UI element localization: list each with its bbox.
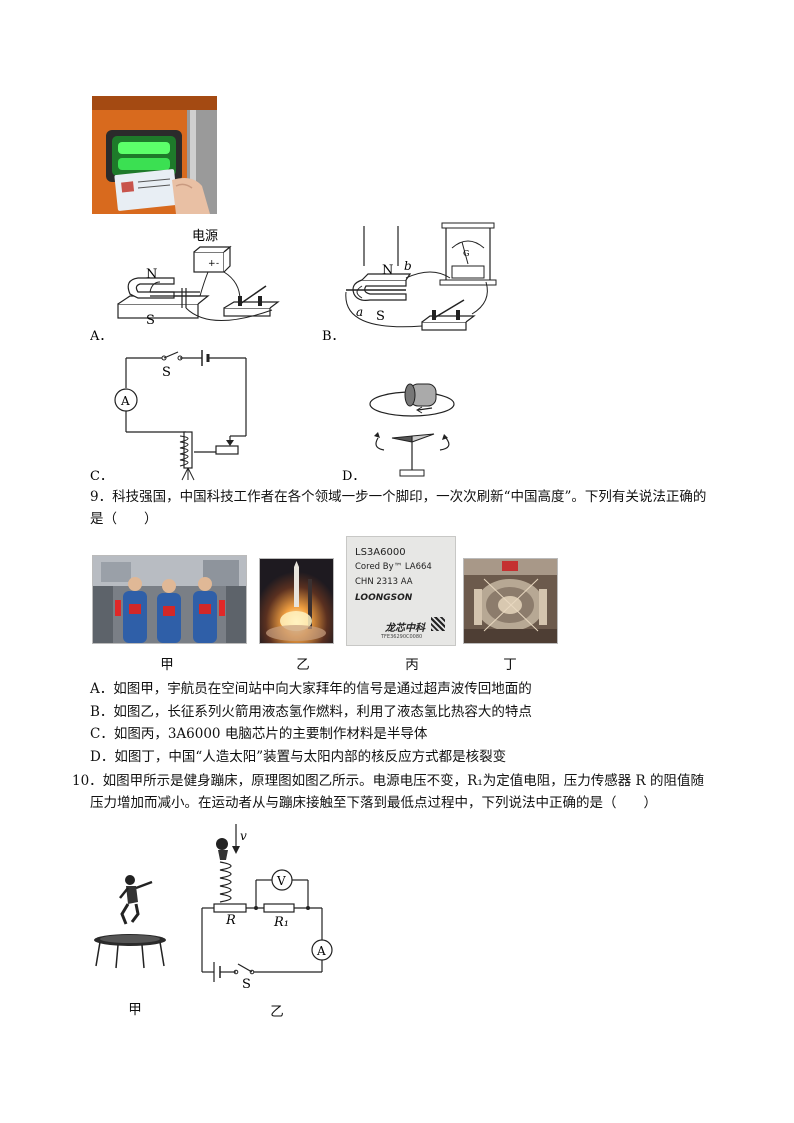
- id-card-reader-photo: [92, 96, 217, 214]
- sensor-r-label: R: [225, 913, 236, 928]
- caption-jia-10: 甲: [128, 1002, 142, 1018]
- switch-label-c: S: [162, 365, 171, 380]
- chip-serial: TFE36290C0080: [381, 634, 423, 640]
- option-c-label: C．: [90, 469, 113, 484]
- q9-option-d: D．如图丁，中国“人造太阳”装置与太阳内部的核反应方式都是核裂变: [90, 749, 507, 765]
- south-pole-label: S: [146, 313, 155, 328]
- q9-option-c: C．如图丙，3A6000 电脑芯片的主要制作材料是半导体: [90, 726, 428, 742]
- ammeter-label-c: A: [120, 394, 130, 408]
- rocket-launch-photo: [259, 558, 334, 644]
- resistor-r1-label: R₁: [273, 915, 289, 930]
- q10-stem-line2: 压力增加而减小。在运动者从与蹦床接触至下落到最低点过程中，下列说法中正确的是（ …: [90, 795, 657, 811]
- figure-b: G B． N S a b: [322, 222, 497, 344]
- caption-bing: 丙: [405, 657, 419, 673]
- option-d-label: D．: [342, 469, 365, 484]
- north-pole-label: N: [146, 267, 157, 282]
- svg-text:-: -: [216, 259, 219, 269]
- figure-a: + - A． 电源 N S: [89, 222, 290, 344]
- chip-cn-brand: 龙芯中科: [385, 623, 425, 634]
- svg-text:+: +: [208, 259, 216, 269]
- galvanometer-label: G: [463, 249, 469, 258]
- point-b-label: b: [404, 259, 412, 273]
- ammeter-label: A: [316, 944, 326, 958]
- caption-yi-10: 乙: [270, 1004, 284, 1020]
- cpu-chip-photo: LS3A6000 Cored By™ LA664 CHN 2313 AA LOO…: [346, 536, 456, 646]
- point-a-label: a: [356, 305, 363, 319]
- q9-stem-line2: 是（ ）: [90, 511, 158, 527]
- option-a-label: A．: [90, 329, 112, 344]
- astronauts-photo: [92, 555, 247, 644]
- q9-stem-line1: 9．科技强国，中国科技工作者在各个领域一步一个脚印，一次次刷新“中国高度”。下列…: [90, 489, 707, 505]
- figure-c: C． S A: [90, 348, 260, 484]
- south-pole-label-b: S: [376, 309, 385, 324]
- chip-qr-code: [431, 617, 445, 631]
- caption-jia: 甲: [160, 657, 174, 673]
- power-source-label: 电源: [192, 229, 218, 244]
- trampoline-circuit: v V A R R₁ S: [196, 820, 346, 995]
- q9-option-a: A．如图甲，宇航员在空间站中向大家拜年的信号是通过超声波传回地面的: [90, 681, 532, 697]
- q9-option-b: B．如图乙，长征系列火箭用液态氢作燃料，利用了液态氢比热容大的特点: [90, 704, 532, 720]
- voltmeter-label: V: [276, 874, 286, 888]
- option-b-label: B．: [322, 329, 345, 344]
- caption-ding: 丁: [503, 657, 517, 673]
- chip-model-line: LS3A6000: [355, 547, 406, 558]
- figure-d: D．: [342, 376, 472, 484]
- q10-stem-line1: 10．如图甲所示是健身蹦床，原理图如图乙所示。电源电压不变，R₁为定值电阻，压力…: [72, 773, 705, 789]
- trampoline-photo: [90, 872, 170, 972]
- chip-brand: LOONGSON: [355, 593, 413, 603]
- velocity-label: v: [240, 829, 247, 843]
- switch-label: S: [242, 977, 251, 992]
- chip-origin-line: CHN 2313 AA: [355, 577, 413, 587]
- chip-core-line: Cored By™ LA664: [355, 562, 432, 572]
- artificial-sun-photo: [463, 558, 558, 644]
- north-pole-label-b: N: [382, 263, 393, 278]
- caption-yi: 乙: [296, 657, 310, 673]
